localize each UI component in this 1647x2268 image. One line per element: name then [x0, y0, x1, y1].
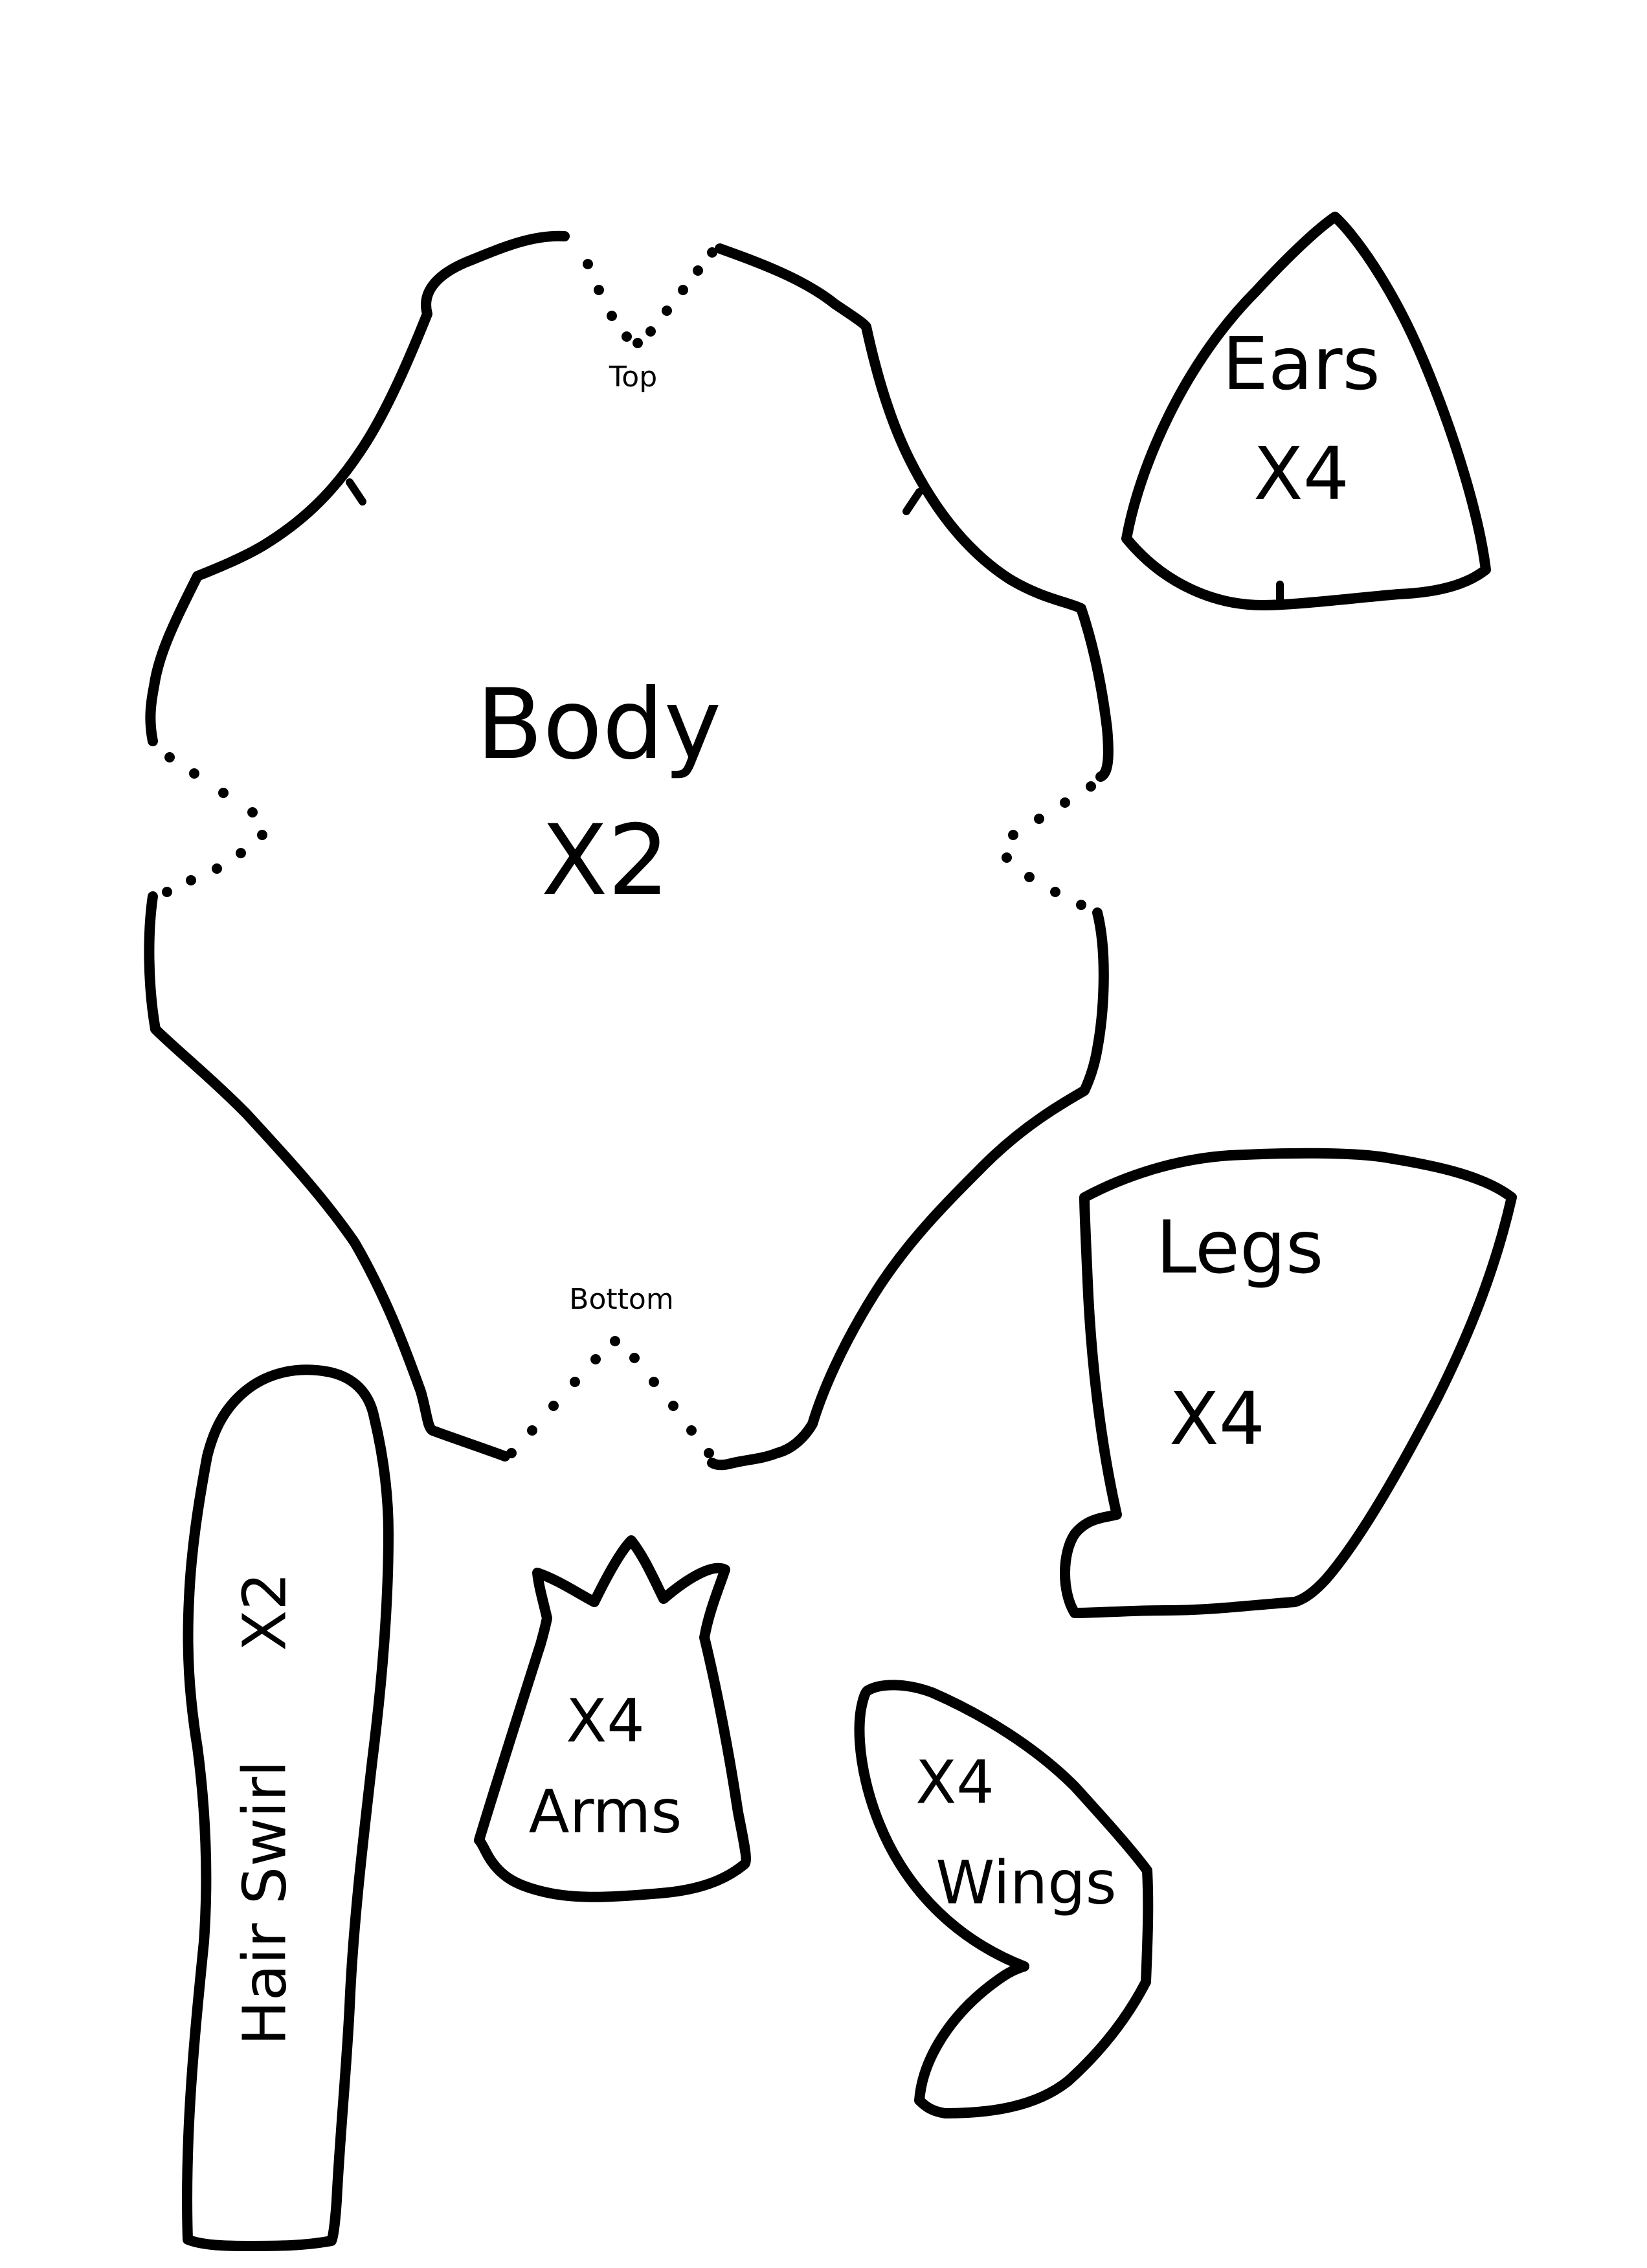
ears-piece: Ears X4: [1121, 212, 1491, 610]
wings-outline: [854, 1680, 1154, 2118]
arms-count-label: X4: [566, 1686, 645, 1755]
ears-outline: [1121, 212, 1491, 610]
body-piece: Top Body X2 Bottom: [144, 230, 1114, 1471]
wings-name-label: Wings: [936, 1848, 1116, 1917]
body-notch-left: [346, 478, 366, 506]
body-name-label: Body: [476, 669, 722, 781]
ears-name-label: Ears: [1222, 322, 1380, 406]
body-outline-bottom-left: [144, 891, 510, 1462]
arms-name-label: Arms: [529, 1777, 682, 1846]
body-outline-top-right: [715, 243, 1114, 782]
body-outline-top-left: [145, 230, 570, 746]
body-opening-left: [162, 752, 267, 897]
wings-count-label: X4: [915, 1748, 994, 1817]
ears-count-label: X4: [1253, 432, 1349, 517]
hair-swirl-count-label: X2: [230, 1572, 299, 1651]
legs-count-label: X4: [1169, 1377, 1265, 1462]
body-opening-right: [1002, 781, 1096, 910]
body-top-marker: Top: [609, 361, 657, 394]
arms-outline: [474, 1535, 751, 1902]
body-notch-right: [902, 488, 923, 515]
legs-outline: [1060, 1148, 1517, 1618]
body-count-label: X2: [541, 805, 669, 917]
body-outline-bottom-right: [707, 907, 1109, 1471]
hair-swirl-piece: Hair Swirl X2: [182, 1364, 394, 2251]
body-bottom-marker: Bottom: [569, 1283, 673, 1316]
body-opening-bottom: [506, 1336, 714, 1458]
legs-piece: Legs X4: [1060, 1148, 1517, 1618]
wings-piece: X4 Wings: [854, 1680, 1154, 2118]
arms-piece: X4 Arms: [474, 1535, 751, 1902]
hair-swirl-outline: [182, 1364, 394, 2251]
body-opening-top: [583, 247, 717, 348]
legs-name-label: Legs: [1156, 1206, 1324, 1290]
hair-swirl-name-label: Hair Swirl: [230, 1761, 299, 2046]
hair-swirl-label-group: Hair Swirl X2: [230, 1572, 299, 2045]
